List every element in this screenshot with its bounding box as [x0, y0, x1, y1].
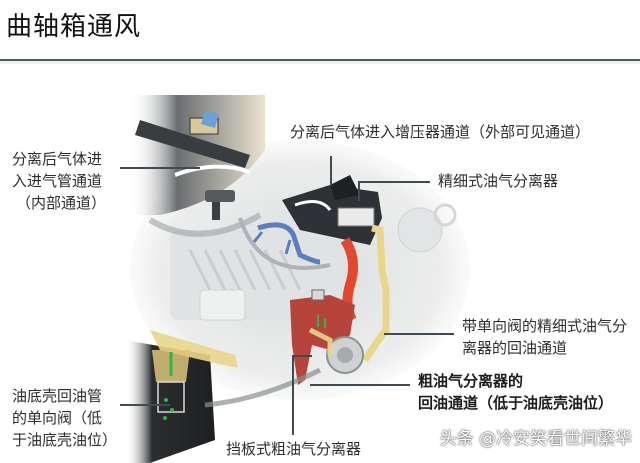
- label-line: 带单向阀的精细式油气分: [462, 317, 628, 335]
- coarse-separator: [290, 289, 364, 385]
- label-turbo-external: 分离后气体进入增压器通道（外部可见通道）: [290, 121, 590, 143]
- label-sump-check-valve: 油底壳回油管 的单向阀（低 于油底壳油位）: [12, 385, 117, 451]
- leader-coarse-return: [310, 384, 410, 386]
- label-line: 于油底壳油位）: [12, 431, 118, 449]
- fine-separator-housing: [282, 175, 382, 245]
- watermark: 头条 @冷安笑看世间繁华: [439, 429, 632, 449]
- leader-intake-internal: [120, 167, 200, 169]
- label-line: 分离后气体进入增压器通道（外部可见通道）: [290, 123, 591, 141]
- label-baffle-separator: 挡板式粗油气分离器: [226, 438, 361, 460]
- leader-baffle-v: [292, 355, 294, 435]
- label-line: 粗油气分离器的: [418, 372, 524, 390]
- leader-sump-check-valve: [120, 404, 170, 406]
- fine-return-yellow: [362, 224, 390, 362]
- title-divider: [0, 59, 640, 61]
- leader-fine-return: [384, 333, 454, 335]
- intake-channel-blue: [257, 222, 321, 265]
- label-line: 分离后气体进: [12, 150, 103, 168]
- label-line: 离器的回油通道: [462, 339, 568, 357]
- label-fine-separator: 精细式油气分离器: [438, 170, 558, 192]
- label-line: 回油通道（低于油底壳油位）: [418, 394, 614, 412]
- label-fine-return: 带单向阀的精细式油气分 离器的回油通道: [462, 315, 627, 359]
- oil-pan-inset: [125, 330, 238, 463]
- label-line: 油底壳回油管: [12, 387, 103, 405]
- leader-fine-separator-v: [358, 181, 360, 201]
- label-line: 的单向阀（低: [12, 409, 103, 427]
- page-title: 曲轴箱通风: [6, 12, 142, 42]
- label-line: 挡板式粗油气分离器: [226, 440, 362, 458]
- label-line: 精细式油气分离器: [438, 172, 559, 190]
- label-line: 入进气管通道: [12, 172, 103, 190]
- leader-turbo-external: [330, 156, 332, 186]
- leader-baffle-h: [292, 355, 312, 357]
- label-intake-internal: 分离后气体进 入进气管通道 （内部通道）: [12, 148, 106, 214]
- label-line: （内部通道）: [16, 194, 107, 212]
- title-divider-shadow: [0, 61, 640, 64]
- label-coarse-return: 粗油气分离器的 回油通道（低于油底壳油位）: [418, 370, 613, 414]
- leader-fine-separator-h: [358, 181, 430, 183]
- intake-inset: [130, 95, 265, 237]
